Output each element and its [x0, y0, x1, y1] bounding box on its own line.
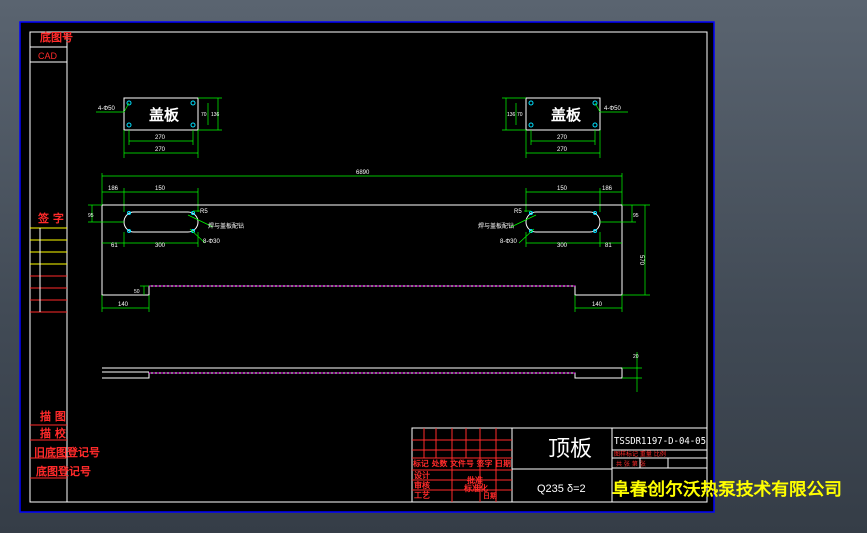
cover-right-dim-left-2: 70	[517, 112, 523, 118]
left-hole-note: 8-Φ30	[203, 239, 220, 245]
craft-label: 工艺	[414, 490, 430, 500]
sheet-frame	[19, 21, 715, 513]
right-dim-150: 150	[557, 186, 568, 192]
cover-right-dim-bottom: 270	[557, 147, 568, 153]
left-dim-186: 186	[108, 186, 119, 192]
cad-label: CAD	[38, 51, 58, 61]
design-label: 设计	[414, 470, 430, 480]
date-label: 日期	[483, 491, 497, 500]
cover-right-dim-inner: 270	[557, 135, 568, 141]
bottom-left-dim: 140	[118, 302, 129, 308]
right-dim-186: 186	[602, 186, 613, 192]
approve-label: 批准	[467, 475, 483, 485]
right-hole-note: 8-Φ30	[500, 239, 517, 245]
cover-plate-left-view	[96, 97, 222, 158]
drawing-number: TSSDR1197-D-04-05	[614, 436, 706, 447]
sheet-count: 共 张 第 张	[616, 460, 646, 468]
drawing-mark-row: 图样标记 重量 比例	[614, 450, 666, 458]
cover-left-hole-note: 4-Φ50	[98, 106, 115, 112]
overall-length-dim: 6890	[356, 170, 370, 176]
trace-check-label: 描 校	[40, 426, 67, 440]
right-side-dim: 95	[633, 213, 639, 219]
cover-right-hole-note: 4-Φ50	[604, 106, 621, 112]
cover-left-label: 盖板	[149, 106, 180, 124]
cover-left-dim-inner: 270	[155, 135, 166, 141]
base-register-label: 底图登记号	[36, 464, 91, 478]
left-dim-150: 150	[155, 186, 166, 192]
right-weld-note: 焊与盖板配钻	[478, 222, 514, 230]
cover-left-dim-right-1: 70	[201, 112, 207, 118]
cover-left-dim-right-2: 136	[211, 112, 220, 118]
bottom-right-dim: 140	[592, 302, 603, 308]
top-plate-side-view	[102, 352, 642, 392]
old-base-register-label: 旧底图登记号	[34, 445, 100, 459]
left-radius-note: R5	[200, 209, 208, 215]
left-strip	[30, 32, 68, 502]
plate-height-dim: 570	[638, 255, 644, 266]
right-dim-300: 300	[557, 243, 568, 249]
cover-right-dim-left-1: 136	[507, 112, 516, 118]
cover-right-label: 盖板	[551, 106, 582, 124]
cover-plate-right-view	[502, 97, 628, 158]
left-side-dim: 95	[88, 213, 94, 219]
left-weld-note: 焊与盖板配钻	[208, 222, 244, 230]
top-plate-plan-view	[88, 173, 650, 312]
right-dim-81: 81	[605, 243, 612, 249]
side-thickness-dim: 20	[633, 354, 639, 360]
base-drawing-no-label: 底图号	[40, 30, 73, 44]
title-block	[411, 427, 708, 503]
revision-header: 标记 处数 文件号 签字 日期	[412, 458, 512, 468]
left-dim-61: 61	[111, 243, 118, 249]
material-spec: Q235 δ=2	[537, 483, 586, 495]
part-name: 顶板	[548, 437, 592, 462]
left-dim-300: 300	[155, 243, 166, 249]
company-name: 阜春创尔沃热泵技术有限公司	[612, 479, 842, 500]
trace-label: 描 图	[40, 409, 66, 423]
standardize-label: 标准化	[463, 483, 488, 493]
review-label: 审核	[414, 480, 430, 490]
sign-label: 签 字	[37, 211, 64, 225]
cover-left-dim-bottom: 270	[155, 147, 166, 153]
step-dim: 50	[134, 289, 140, 295]
drawing-border	[29, 31, 708, 503]
right-radius-note: R5	[514, 209, 522, 215]
